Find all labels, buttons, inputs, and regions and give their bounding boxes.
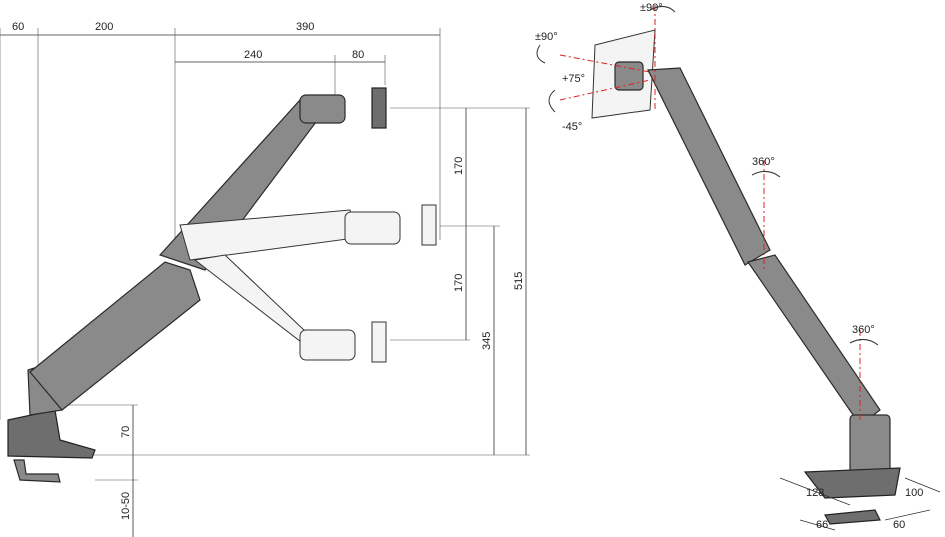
dim-390: 390 xyxy=(296,21,314,33)
tilt-joint-bottom xyxy=(299,329,356,361)
elbow-rotation-label: 360° xyxy=(752,156,775,168)
dim-515: 515 xyxy=(513,272,525,290)
vesa-tilt-head xyxy=(614,61,644,91)
dim-60-base: 60 xyxy=(893,519,905,531)
tilt-down-label: -45° xyxy=(562,121,582,133)
tilt-up-label: +75° xyxy=(562,73,585,85)
clamp-plate-perspective xyxy=(824,509,881,525)
lower-arm xyxy=(29,261,201,411)
dim-240: 240 xyxy=(244,49,262,61)
tilt-joint-middle xyxy=(344,211,401,245)
dim-60-top: 60 xyxy=(12,21,24,33)
dim-10-50: 10-50 xyxy=(120,492,132,520)
dim-170-upper: 170 xyxy=(453,157,465,175)
upper-arm-perspective xyxy=(647,67,771,266)
right-perspective: ±90° ±90° +75° -45° 360° 360° 128 100 66… xyxy=(535,2,941,531)
swivel-label: ±90° xyxy=(640,2,663,14)
desk-clamp-base xyxy=(7,409,96,459)
dim-70: 70 xyxy=(120,426,132,438)
dim-170-lower: 170 xyxy=(453,274,465,292)
left-elevation: 60 200 390 240 80 170 170 345 515 70 10-… xyxy=(0,21,530,537)
dim-100: 100 xyxy=(905,487,923,499)
clamp-lower-jaw xyxy=(13,459,61,483)
rotate-label: ±90° xyxy=(535,31,558,43)
dim-66: 66 xyxy=(816,519,828,531)
vesa-plate-top xyxy=(371,87,387,129)
tilt-joint-top xyxy=(299,94,346,124)
lower-arm-perspective xyxy=(747,254,881,426)
base-plate-perspective xyxy=(803,467,901,499)
vesa-plate-bottom xyxy=(371,321,387,363)
vesa-plate-middle xyxy=(421,204,437,246)
dim-128: 128 xyxy=(806,487,824,499)
dim-200: 200 xyxy=(95,21,113,33)
dim-345: 345 xyxy=(481,332,493,350)
base-rotation-label: 360° xyxy=(852,324,875,336)
dim-80: 80 xyxy=(352,49,364,61)
